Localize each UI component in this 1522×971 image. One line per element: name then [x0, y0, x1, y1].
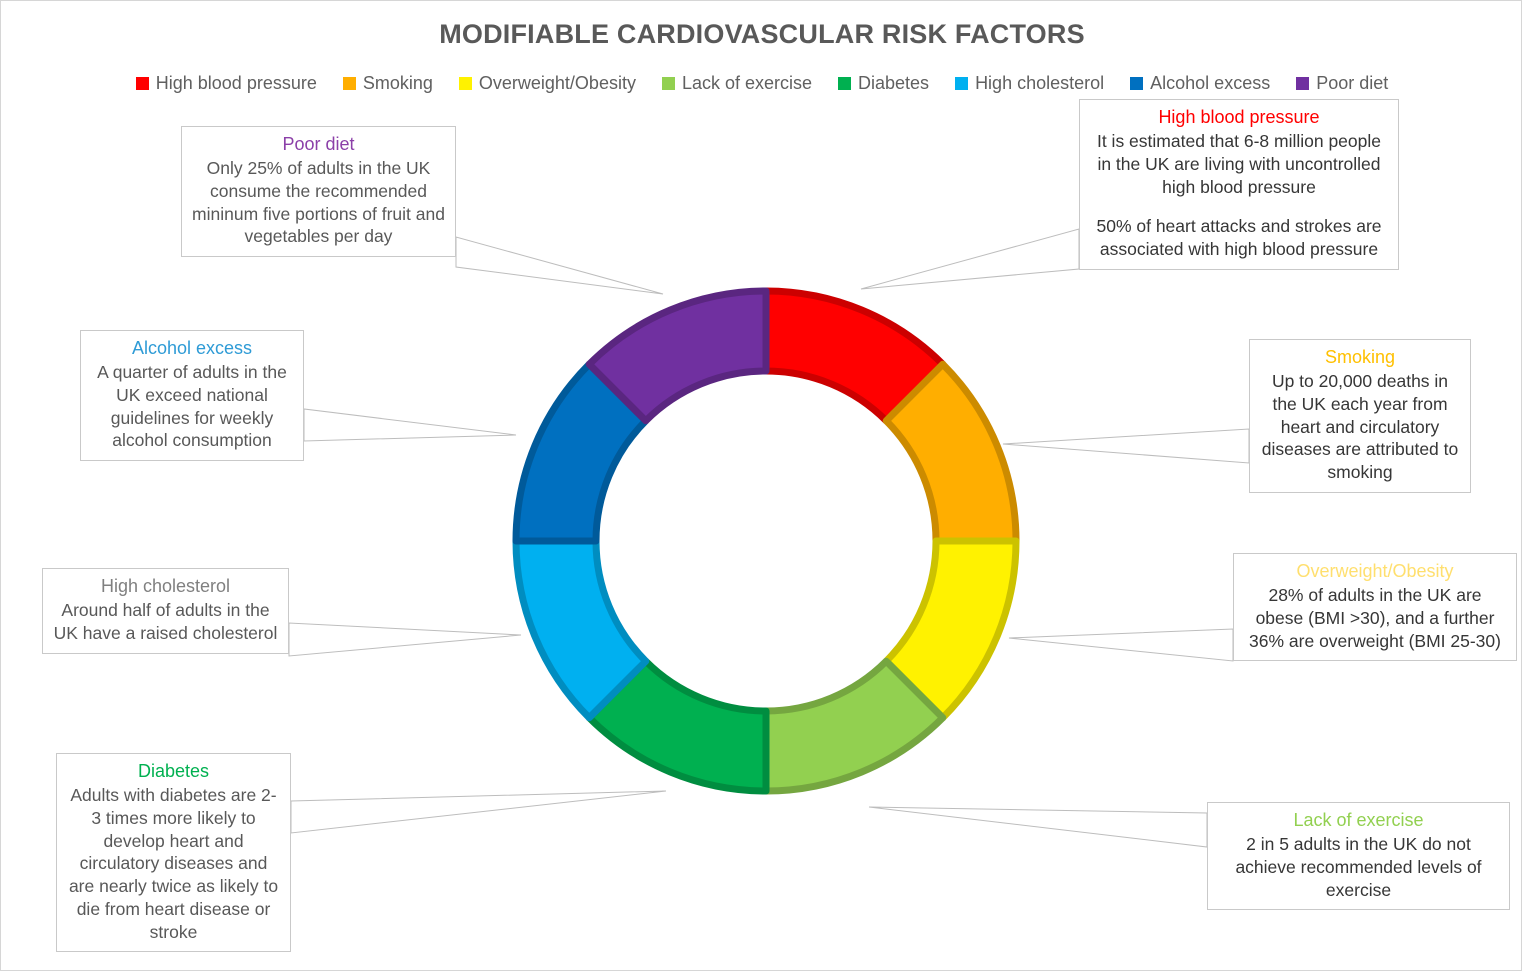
legend-item-high-blood-pressure[interactable]: High blood pressure	[135, 73, 317, 94]
legend-swatch-smoking	[342, 77, 356, 90]
legend-label-diabetes: Diabetes	[858, 73, 930, 93]
callout-title-alcohol-excess: Alcohol excess	[131, 338, 253, 358]
legend-swatch-lack-of-exercise	[661, 77, 675, 90]
doughnut-svg	[512, 287, 1020, 795]
legend-item-smoking[interactable]: Smoking	[342, 73, 433, 94]
legend-label-alcohol-excess: Alcohol excess	[1150, 73, 1271, 93]
callout-title-smoking: Smoking	[1324, 347, 1396, 367]
callout-title-high-cholesterol: High cholesterol	[100, 576, 231, 596]
legend-item-high-cholesterol[interactable]: High cholesterol	[955, 73, 1104, 94]
callout-body-alcohol-excess: A quarter of adults in the UK exceed nat…	[97, 362, 287, 451]
legend-item-lack-of-exercise[interactable]: Lack of exercise	[661, 73, 813, 94]
doughnut-chart	[506, 161, 1026, 921]
callout-body-poor-diet: Only 25% of adults in the UK consume the…	[192, 158, 445, 247]
callout-body-high-blood-pressure-1: It is estimated that 6-8 million people …	[1096, 131, 1382, 197]
legend-swatch-high-cholesterol	[955, 77, 969, 90]
legend-item-alcohol-excess[interactable]: Alcohol excess	[1130, 73, 1270, 94]
callout-diabetes[interactable]: Diabetes Adults with diabetes are 2-3 ti…	[56, 753, 291, 953]
callout-high-blood-pressure[interactable]: High blood pressure It is estimated that…	[1079, 99, 1399, 270]
callout-title-overweight-obesity: Overweight/Obesity	[1296, 561, 1454, 581]
legend-label-smoking: Smoking	[362, 73, 433, 93]
leader-alcohol-excess	[303, 408, 517, 442]
callout-alcohol-excess[interactable]: Alcohol excess A quarter of adults in th…	[80, 330, 304, 462]
legend-label-high-cholesterol: High cholesterol	[975, 73, 1105, 93]
legend-swatch-poor-diet	[1296, 77, 1310, 90]
legend-swatch-high-blood-pressure	[135, 77, 149, 90]
legend-swatch-diabetes	[838, 77, 852, 90]
leader-overweight-obesity	[1008, 628, 1234, 662]
callout-title-lack-of-exercise: Lack of exercise	[1293, 810, 1424, 830]
leader-high-cholesterol	[288, 622, 522, 657]
callout-lack-of-exercise[interactable]: Lack of exercise 2 in 5 adults in the UK…	[1207, 802, 1510, 911]
legend-item-diabetes[interactable]: Diabetes	[838, 73, 929, 94]
callout-body-overweight-obesity: 28% of adults in the UK are obese (BMI >…	[1249, 585, 1501, 651]
page-title: MODIFIABLE CARDIOVASCULAR RISK FACTORS	[439, 19, 1085, 49]
callout-title-high-blood-pressure: High blood pressure	[1158, 107, 1320, 127]
donut-slice-poor-diet[interactable]	[585, 287, 770, 425]
callout-body-lack-of-exercise: 2 in 5 adults in the UK do not achieve r…	[1235, 834, 1482, 900]
legend-label-overweight-obesity: Overweight/Obesity	[478, 73, 636, 93]
callout-body-diabetes: Adults with diabetes are 2-3 times more …	[68, 785, 279, 942]
callout-body-high-cholesterol: Around half of adults in the UK have a r…	[53, 600, 278, 643]
legend-label-high-blood-pressure: High blood pressure	[155, 73, 317, 93]
legend-label-lack-of-exercise: Lack of exercise	[681, 73, 813, 93]
callout-title-poor-diet: Poor diet	[282, 134, 355, 154]
callout-title-diabetes: Diabetes	[137, 761, 210, 781]
callout-body-smoking: Up to 20,000 deaths in the UK each year …	[1261, 371, 1459, 483]
callout-smoking[interactable]: Smoking Up to 20,000 deaths in the UK ea…	[1249, 339, 1471, 493]
callout-poor-diet[interactable]: Poor diet Only 25% of adults in the UK c…	[181, 126, 456, 258]
callout-high-cholesterol[interactable]: High cholesterol Around half of adults i…	[42, 568, 289, 654]
callout-overweight-obesity[interactable]: Overweight/Obesity 28% of adults in the …	[1233, 553, 1517, 662]
legend-label-poor-diet: Poor diet	[1316, 73, 1389, 93]
callout-body-high-blood-pressure-2: 50% of heart attacks and strokes are ass…	[1096, 216, 1382, 260]
legend-swatch-alcohol-excess	[1130, 77, 1144, 90]
legend-swatch-overweight-obesity	[458, 77, 472, 90]
leader-smoking	[1002, 428, 1250, 464]
legend-item-poor-diet[interactable]: Poor diet	[1296, 73, 1388, 94]
legend-item-overweight-obesity[interactable]: Overweight/Obesity	[458, 73, 636, 94]
chart-legend: High blood pressure Smoking Overweight/O…	[1, 73, 1521, 94]
